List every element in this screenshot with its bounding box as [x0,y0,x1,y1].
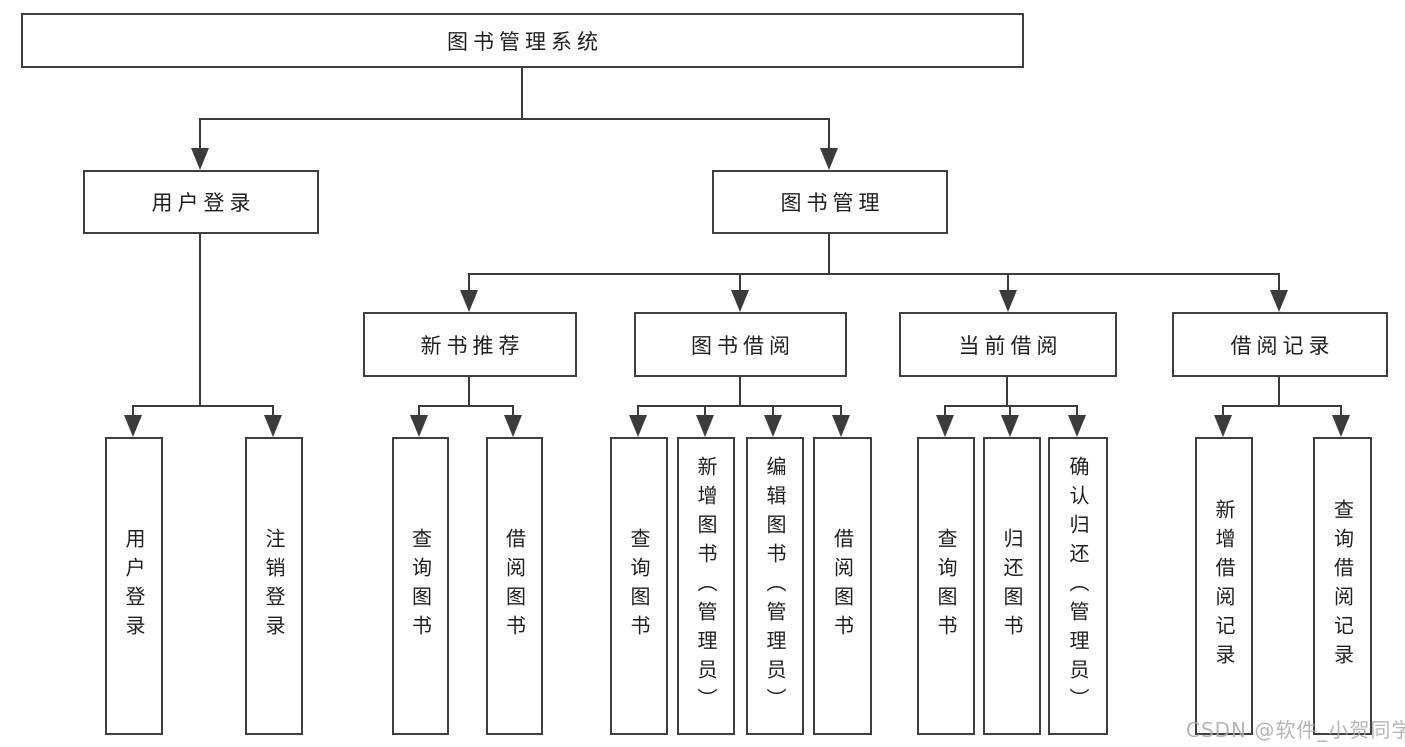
leaf-add-borrow-record: 新增借阅记录 [1195,437,1253,735]
connector-line [739,273,741,291]
leaf-logout: 注销登录 [245,437,303,735]
node-current-borrow: 当前借阅 [899,312,1117,377]
arrow-down-icon [832,415,850,437]
connector-line [1007,273,1009,291]
connector-line [199,234,201,405]
connector-line [418,405,420,416]
arrow-down-icon [820,148,838,170]
node-label: 查询借阅记录 [1330,499,1355,673]
node-label: 归还图书 [1000,528,1024,644]
node-label: 确认归还（管理员） [1066,455,1090,717]
arrow-down-icon [1270,290,1288,312]
connector-line [468,273,470,291]
connector-line [637,405,639,416]
leaf-user-login: 用户登录 [105,437,163,735]
leaf-borrow-books-recommend: 借阅图书 [486,437,543,735]
leaf-query-borrow-record: 查询借阅记录 [1313,437,1372,735]
connector-line [637,405,842,407]
leaf-add-books-admin: 新增图书（管理员） [677,437,735,735]
arrow-down-icon [504,415,522,437]
arrow-down-icon [696,415,714,437]
leaf-confirm-return-admin: 确认归还（管理员） [1048,437,1108,735]
node-book-borrow: 图书借阅 [634,312,847,377]
connector-line [272,405,274,416]
node-label: 当前借阅 [958,333,1063,358]
node-book-management: 图书管理 [712,170,948,234]
connector-line [704,405,706,416]
arrow-down-icon [731,290,749,312]
node-label: 借阅图书 [830,528,855,644]
arrow-down-icon [264,415,282,437]
connector-line [739,376,741,405]
arrow-down-icon [1001,415,1019,437]
node-label: 注销登录 [262,528,286,644]
leaf-query-books: 查询图书 [610,437,668,735]
node-label: 图书管理系统 [447,29,603,54]
connector-line [1340,405,1342,416]
connector-line [1222,405,1342,407]
connector-line [1076,405,1078,416]
node-label: 图书管理 [780,191,885,215]
connector-line [1009,405,1011,416]
arrow-down-icon [764,415,782,437]
node-label: 图书借阅 [691,333,795,358]
node-label: 新增借阅记录 [1212,499,1236,673]
arrow-down-icon [1068,415,1086,437]
leaf-return-books: 归还图书 [983,437,1041,735]
connector-line [1278,273,1280,291]
connector-line [512,405,514,416]
connector-line [468,273,1280,275]
connector-line [468,376,470,405]
connector-line [772,405,774,416]
connector-line [828,118,830,148]
arrow-down-icon [410,415,428,437]
arrow-down-icon [191,148,209,170]
node-root: 图书管理系统 [21,13,1024,68]
node-label: 借阅记录 [1230,333,1335,358]
connector-line [132,405,274,407]
node-borrow-records: 借阅记录 [1172,312,1388,377]
leaf-query-books-recommend: 查询图书 [392,437,449,735]
arrow-down-icon [999,290,1017,312]
node-label: 查询图书 [627,528,651,644]
connector-line [199,118,830,120]
node-label: 查询图书 [408,528,433,644]
arrow-down-icon [460,290,478,312]
node-label: 查询图书 [934,528,958,644]
connector-line [418,405,514,407]
arrow-down-icon [629,415,647,437]
connector-line [944,405,1078,407]
node-label: 新增图书（管理员） [694,455,718,717]
connector-line [1222,405,1224,416]
leaf-edit-books-admin: 编辑图书（管理员） [746,437,804,735]
arrow-down-icon [936,415,954,437]
node-label: 用户登录 [151,191,256,215]
arrow-down-icon [1214,415,1232,437]
arrow-down-icon [1332,415,1350,437]
arrow-down-icon [124,415,142,437]
connector-line [840,405,842,416]
connector-line [828,234,830,273]
node-label: 编辑图书（管理员） [763,455,787,717]
node-label: 借阅图书 [502,528,527,644]
connector-line [132,405,134,416]
node-label: 新书推荐 [420,333,525,358]
connector-line [944,405,946,416]
csdn-watermark: CSDN @软件_小贺同学 [1186,718,1405,742]
node-new-book-recommend: 新书推荐 [363,312,577,377]
node-user-login: 用户登录 [83,170,319,234]
connector-line [1278,376,1280,405]
connector-line [199,118,201,148]
leaf-query-books-current: 查询图书 [917,437,975,735]
connector-line [1006,376,1008,405]
leaf-borrow-books: 借阅图书 [813,437,872,735]
node-label: 用户登录 [122,528,146,644]
connector-line [521,68,523,118]
